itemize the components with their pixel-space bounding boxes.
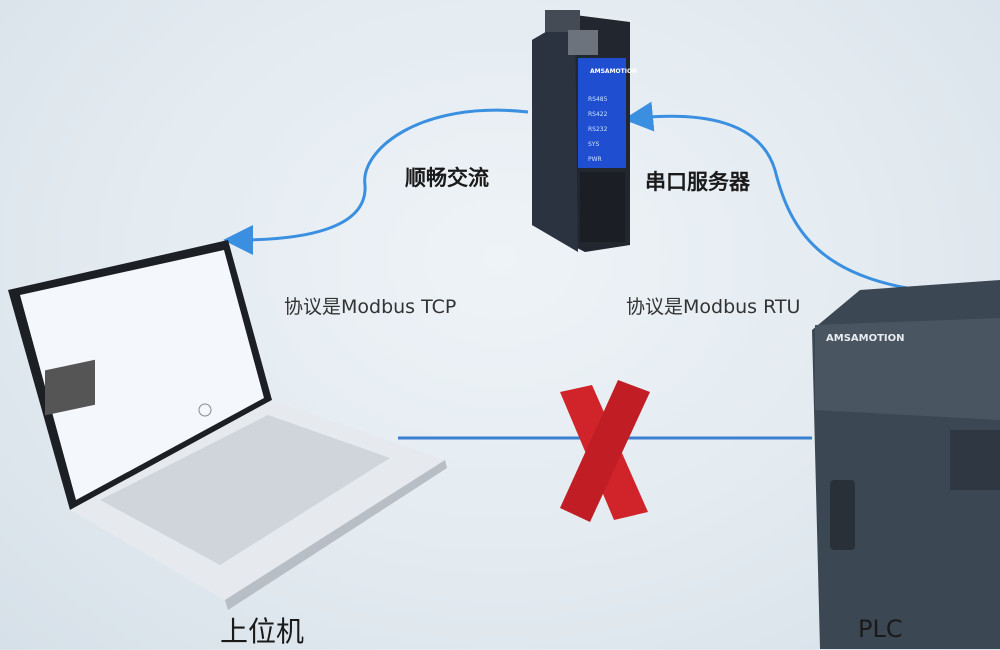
plc-device bbox=[812, 280, 1000, 649]
led-label: RS422 bbox=[588, 111, 608, 118]
label-smooth-communication: 顺畅交流 bbox=[405, 166, 489, 190]
cross-icon bbox=[560, 380, 650, 522]
label-serial-server: 串口服务器 bbox=[645, 170, 750, 194]
label-plc: PLC bbox=[858, 615, 903, 643]
device-brand: AMSAMOTION bbox=[590, 68, 638, 75]
label-modbus-tcp: 协议是Modbus TCP bbox=[284, 296, 457, 318]
label-host-computer: 上位机 bbox=[220, 615, 305, 648]
led-label: PWR bbox=[588, 156, 602, 163]
led-label: SYS bbox=[588, 141, 600, 148]
device-led-list: RS485 RS422 RS232 SYS PWR bbox=[588, 92, 607, 167]
led-label: RS232 bbox=[588, 126, 608, 133]
arrow-to-host bbox=[223, 108, 529, 255]
laptop bbox=[8, 240, 447, 610]
arrow-to-server bbox=[623, 101, 936, 294]
led-label: RS485 bbox=[588, 96, 608, 103]
plc-brand: AMSAMOTION bbox=[826, 333, 905, 344]
serial-server-device bbox=[532, 10, 630, 252]
label-modbus-rtu: 协议是Modbus RTU bbox=[626, 296, 801, 318]
